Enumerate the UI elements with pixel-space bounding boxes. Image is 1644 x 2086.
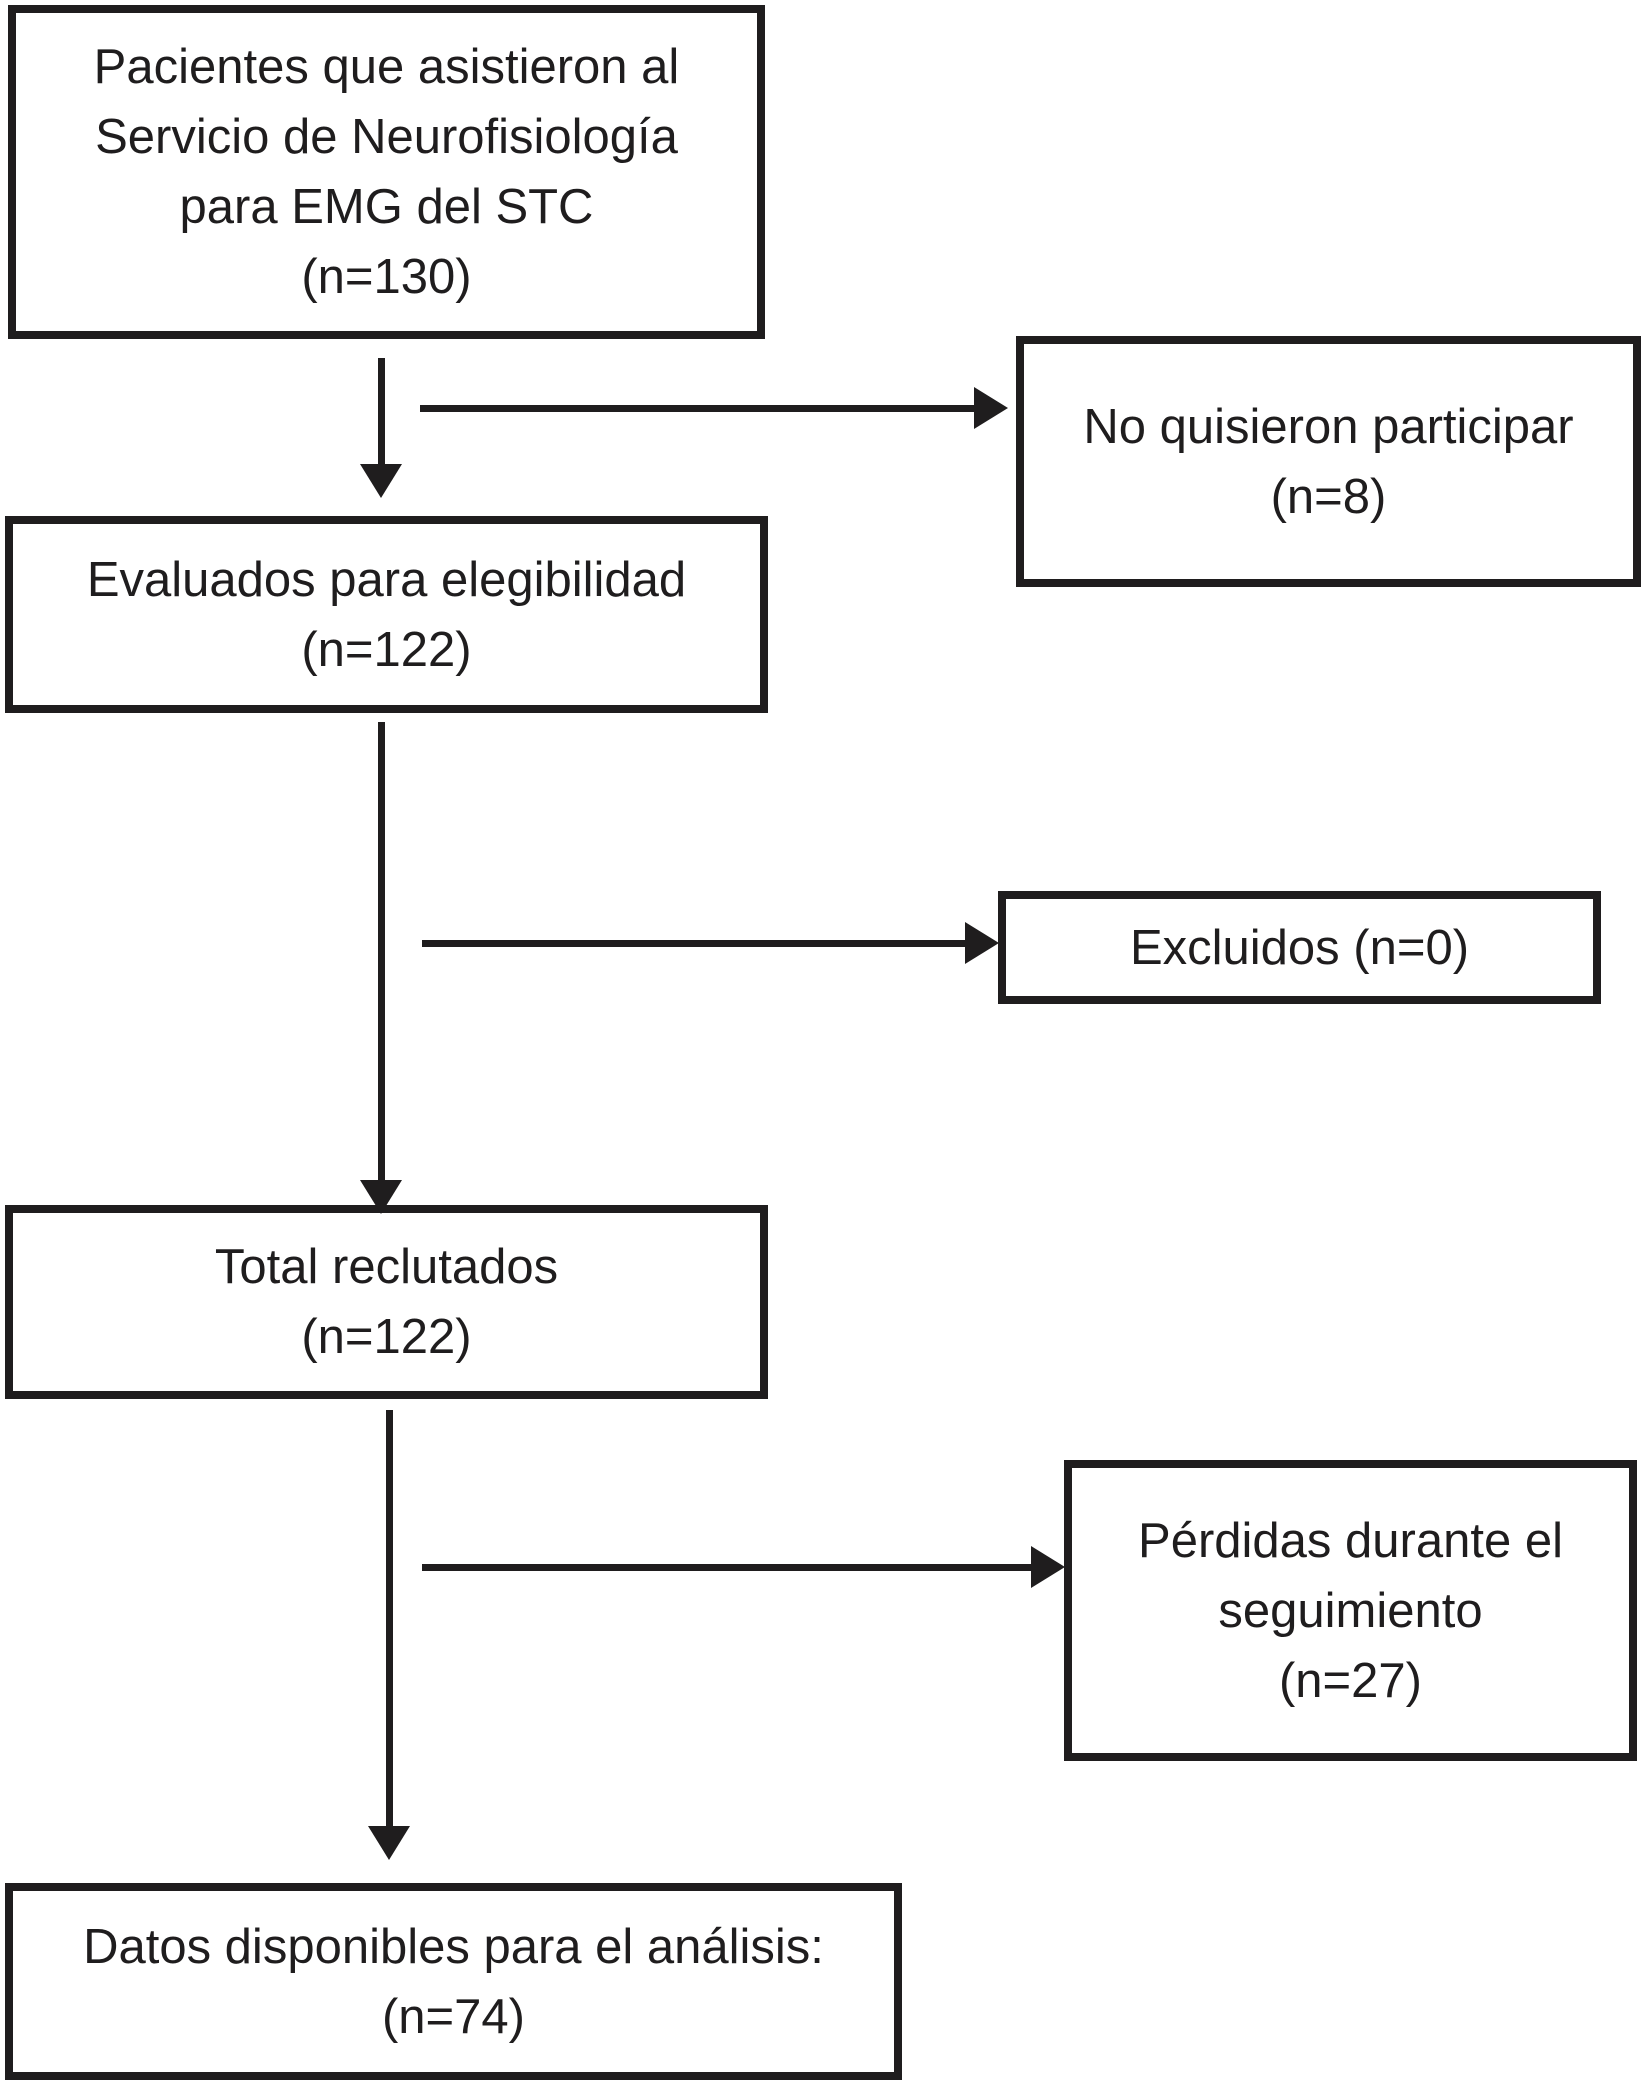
box-text-line: (n=27) xyxy=(1278,1653,1422,1708)
arrowhead-right-icon xyxy=(974,387,1008,429)
box-text-line: Datos disponibles para el análisis: xyxy=(83,1919,824,1974)
flow-box-pacientes: Pacientes que asistieron al Servicio de … xyxy=(8,5,765,339)
box-text-line: para EMG del STC xyxy=(179,180,594,234)
arrowhead-right-icon xyxy=(965,922,999,964)
box-text-line: (n=74) xyxy=(381,1989,525,2044)
flow-box-reclutados: Total reclutados (n=122) xyxy=(5,1205,768,1399)
arrow-shaft xyxy=(377,358,385,470)
box-text-line: Excluidos (n=0) xyxy=(1129,920,1470,975)
arrow-shaft xyxy=(422,939,971,947)
box-text-line: No quisieron participar xyxy=(1083,399,1574,454)
box-text-line: (n=122) xyxy=(301,622,472,677)
arrowhead-down-icon xyxy=(360,464,402,498)
flow-box-datos: Datos disponibles para el análisis: (n=7… xyxy=(5,1883,902,2080)
box-text-line: seguimiento xyxy=(1218,1583,1483,1638)
arrow-branch-perdidas xyxy=(422,1546,1065,1588)
arrow-shaft xyxy=(377,722,385,1186)
arrow-pacientes-to-evaluados xyxy=(360,358,402,498)
arrowhead-right-icon xyxy=(1031,1546,1065,1588)
flow-box-perdidas: Pérdidas durante el seguimiento (n=27) xyxy=(1064,1460,1637,1761)
arrowhead-down-icon xyxy=(368,1826,410,1860)
box-text-line: Evaluados para elegibilidad xyxy=(86,552,687,607)
box-text-line: (n=122) xyxy=(301,1310,472,1364)
arrow-shaft xyxy=(422,1563,1037,1571)
box-text-line: Pacientes que asistieron al xyxy=(93,40,680,94)
box-text-line: Total reclutados xyxy=(214,1240,559,1294)
arrow-evaluados-to-reclutados xyxy=(360,722,402,1214)
box-text-line: (n=8) xyxy=(1270,469,1387,524)
arrow-shaft xyxy=(385,1410,393,1832)
arrow-reclutados-to-datos xyxy=(368,1410,410,1860)
arrow-branch-excluidos xyxy=(422,922,999,964)
flow-box-excluidos: Excluidos (n=0) xyxy=(998,891,1601,1004)
arrowhead-down-icon xyxy=(360,1180,402,1214)
box-text-line: (n=130) xyxy=(301,250,472,304)
flow-box-no-participar: No quisieron participar (n=8) xyxy=(1016,336,1641,587)
arrow-shaft xyxy=(420,404,980,412)
flow-box-evaluados: Evaluados para elegibilidad (n=122) xyxy=(5,516,768,713)
box-text-line: Pérdidas durante el xyxy=(1138,1513,1563,1568)
arrow-branch-no-participar xyxy=(420,387,1008,429)
box-text-line: Servicio de Neurofisiología xyxy=(95,110,678,164)
